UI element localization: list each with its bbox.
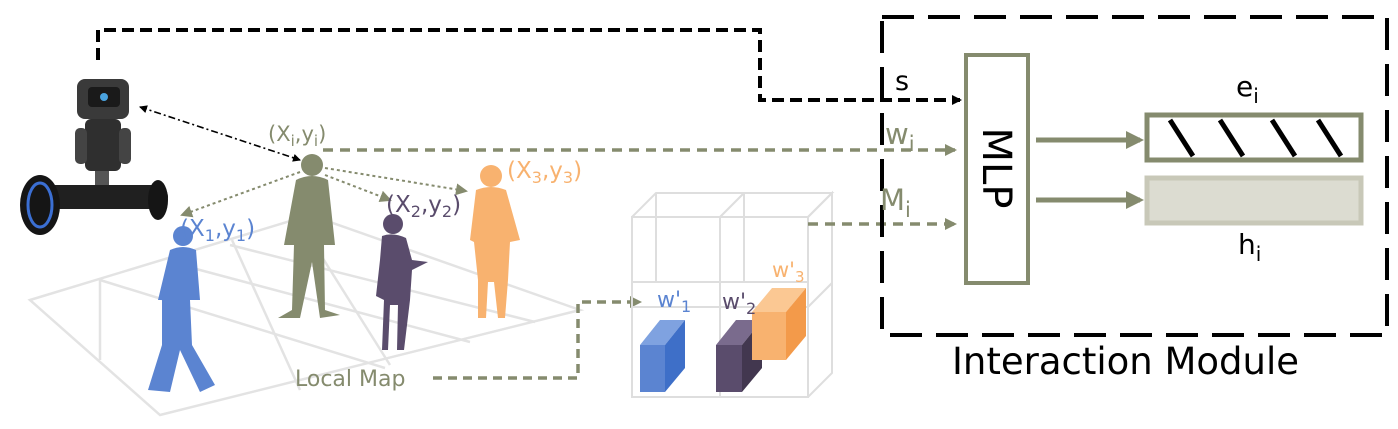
relation-arrows	[180, 167, 468, 218]
e-output-bar	[1144, 112, 1364, 163]
person-purple-icon	[376, 214, 428, 350]
person-orange-icon	[470, 165, 520, 318]
input-label-s: s	[895, 66, 909, 97]
interaction-module-title: Interaction Module	[952, 340, 1299, 383]
mlp-label: MLP	[973, 128, 1019, 209]
h-output-label: hi	[1238, 228, 1261, 266]
grid-label-w3: w'3	[772, 258, 805, 286]
robot-icon	[20, 79, 168, 235]
local-map-label: Local Map	[295, 367, 405, 392]
coord-label-i: (Xi,yi)	[268, 122, 326, 150]
interaction-module-box	[880, 15, 1389, 337]
person-blue-icon	[148, 226, 215, 392]
coord-label-1: (X1,y1)	[180, 216, 255, 245]
local-map-arrow	[433, 296, 642, 380]
input-label-w: wi	[885, 117, 915, 156]
cell-w3-orange	[752, 288, 806, 360]
grid-label-w2: w'2	[722, 290, 756, 318]
cell-w1-blue	[640, 320, 685, 392]
h-output-bar	[1144, 175, 1364, 226]
mlp-block	[964, 53, 1030, 285]
person-olive-icon	[278, 154, 340, 318]
robot-to-person-link	[139, 105, 301, 162]
coord-label-3: (X3,y3)	[507, 158, 582, 187]
grid-label-w1: w'1	[657, 288, 691, 316]
e-output-label: ei	[1236, 70, 1259, 108]
coord-label-2: (X2,y2)	[386, 192, 461, 221]
robot-state-arrow	[96, 28, 962, 105]
input-label-m: Mi	[880, 183, 911, 222]
